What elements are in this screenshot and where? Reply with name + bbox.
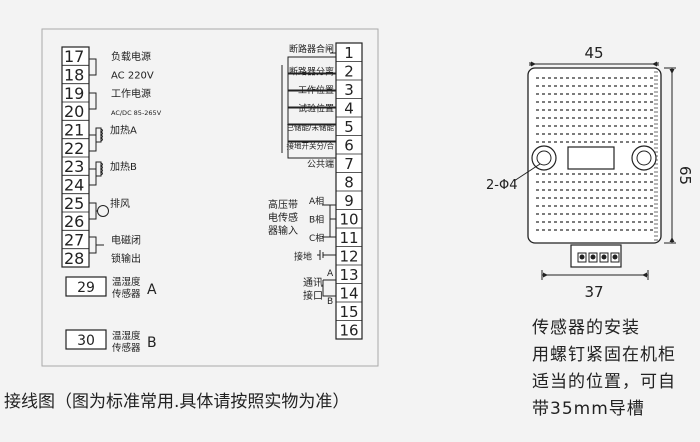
install-note-line-1: 传感器的安装	[532, 318, 640, 338]
sensor-a-label-2: 传感器	[112, 288, 141, 300]
status-label: 公共端	[307, 158, 334, 170]
status-bracket	[281, 52, 336, 153]
diagram-frame	[41, 28, 379, 367]
comm-channel-label: B	[327, 297, 333, 307]
ground-label: 接地	[294, 250, 312, 262]
hv-label-3: 器输入	[268, 224, 298, 237]
left-terminal-label: 锁输出	[111, 252, 141, 265]
left-terminal-number: 26	[64, 212, 84, 231]
left-terminal-number: 28	[64, 249, 84, 268]
phase-label: B相	[309, 213, 324, 225]
sensor-b-number: 30	[77, 333, 95, 349]
install-note-line-3: 适当的位置，可自	[532, 372, 676, 392]
comm-label-1: 通讯	[303, 277, 323, 289]
left-terminal-label: 负载电源	[111, 50, 151, 63]
left-terminal-number: 24	[64, 176, 84, 195]
status-label: 断路器分离	[289, 65, 334, 77]
left-terminal-label: 电磁闭	[111, 234, 141, 247]
width-dimension: 45	[584, 44, 603, 62]
left-terminal-number: 27	[64, 231, 84, 250]
comm-channel-label: A	[327, 269, 334, 279]
height-dimension: 65	[676, 166, 694, 185]
right-terminal-number: 7	[344, 155, 354, 173]
left-terminal-label: 排风	[110, 197, 130, 210]
right-terminal-number: 12	[339, 247, 358, 265]
phase-label: C相	[309, 232, 324, 244]
sensor-b-label-2: 传感器	[112, 342, 141, 354]
install-note-line-4: 带35mm导槽	[532, 399, 645, 419]
right-terminal-number: 2	[344, 62, 354, 80]
lock-output-symbol	[89, 236, 104, 254]
right-terminal-number: 9	[344, 192, 354, 210]
sensor-a-number: 29	[77, 280, 95, 296]
right-terminal-number: 11	[339, 229, 358, 247]
right-terminal-number: 10	[339, 210, 358, 228]
right-terminal-number: 14	[339, 284, 358, 302]
sensor-b-box: 30 温湿度 传感器 B	[65, 329, 157, 354]
status-label-stack	[287, 56, 337, 159]
sensor-a-label-1: 温湿度	[112, 276, 141, 288]
comm-interface: 通讯 接口	[303, 277, 336, 302]
heater-a-symbol	[89, 127, 103, 152]
right-terminal-number: 15	[339, 303, 358, 321]
sensor-a-channel: A	[147, 282, 157, 298]
left-terminal-number: 20	[64, 102, 84, 121]
right-terminal-number: 16	[339, 321, 358, 339]
right-terminal-number: 13	[339, 266, 358, 284]
left-terminal-number: 21	[64, 121, 84, 140]
sensor-a-box: 29 温湿度 传感器 A	[65, 276, 157, 300]
sensor-b-label-1: 温湿度	[112, 330, 141, 342]
hv-label-1: 高压带	[268, 198, 298, 211]
heater-b-symbol	[89, 161, 103, 186]
left-terminal-number: 22	[64, 139, 84, 158]
hole-dimension: 2-Φ4	[486, 178, 517, 193]
comm-label-2: 接口	[303, 289, 323, 302]
hv-sensor-input: 高压带 电传感 器输入	[268, 198, 336, 260]
status-label: 已储能/未储能	[286, 122, 334, 132]
right-terminal-number: 5	[344, 118, 354, 136]
base-dimension: 37	[584, 283, 603, 301]
install-note-line-2: 用螺钉紧固在机柜	[532, 345, 676, 365]
left-terminal-label: AC/DC 85-265V	[111, 109, 162, 117]
left-terminal-number: 18	[64, 66, 84, 85]
left-terminal-label: 加热A	[110, 124, 137, 137]
left-terminal-number: 23	[64, 157, 84, 176]
right-terminal-number: 8	[344, 173, 354, 191]
left-terminal-group: 17 负载电源 18 AC 220V 19 工作电源 20 AC/DC 85-265V 21 加热…	[62, 47, 162, 268]
wiring-caption: 接线图（图为标准常用.具体请按照实物为准）	[4, 392, 350, 412]
right-terminal-number: 6	[344, 136, 354, 154]
right-terminal-number: 4	[344, 99, 354, 117]
left-terminal-number: 17	[64, 47, 84, 66]
right-terminal-group: 1断路器合闸2断路器分离3工作位置4试验位置5已储能/未储能6接地开关分/合7公…	[286, 43, 362, 339]
sensor-b-channel: B	[147, 335, 157, 351]
power-bracket	[89, 58, 97, 110]
left-terminal-label: 加热B	[110, 160, 137, 173]
left-terminal-label: 工作电源	[111, 87, 151, 100]
sensor-drawing: 45 2-Φ4 65 37	[486, 44, 694, 301]
right-terminal-number: 1	[344, 44, 354, 62]
fan-symbol	[89, 202, 109, 220]
left-terminal-label: AC 220V	[111, 71, 154, 82]
left-terminal-number: 25	[64, 194, 84, 213]
status-label: 接地开关分/合	[286, 140, 334, 150]
phase-label: A相	[309, 195, 324, 207]
right-terminal-number: 3	[344, 81, 354, 99]
hv-label-2: 电传感	[268, 211, 298, 224]
left-terminal-number: 19	[64, 84, 84, 103]
status-label: 断路器合闸	[289, 43, 334, 55]
